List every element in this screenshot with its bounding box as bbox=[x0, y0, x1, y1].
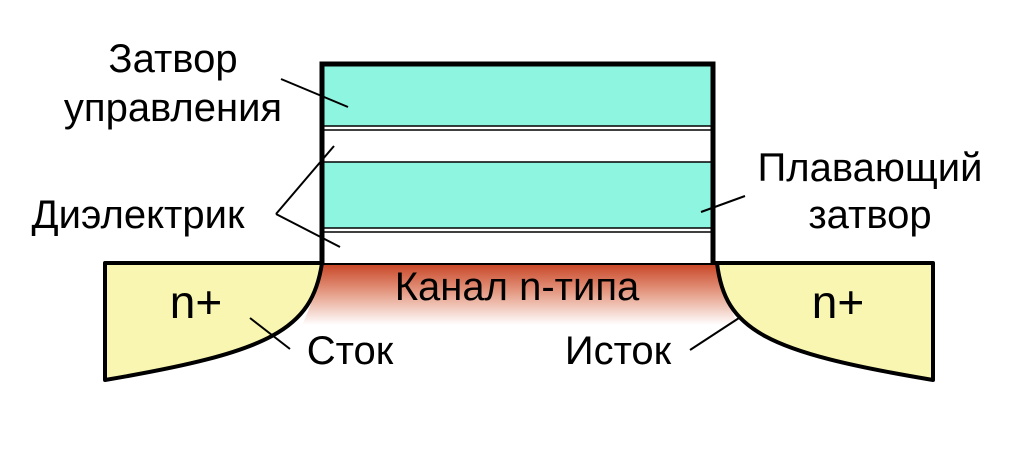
drain-n-plus-region bbox=[103, 261, 324, 382]
channel-region bbox=[302, 265, 738, 325]
control-gate-label-line-1: Затвор bbox=[108, 37, 237, 81]
dielectric-leader-upper bbox=[275, 145, 335, 215]
gate-stack-outline bbox=[319, 61, 716, 263]
channel-label: Канал n-типа bbox=[395, 265, 640, 309]
drain-n-plus-label: n+ bbox=[170, 276, 222, 328]
control-gate-label-line-2: управления bbox=[64, 86, 282, 130]
source-leader bbox=[689, 317, 740, 351]
upper-dielectric-layer bbox=[322, 126, 713, 162]
dielectric-leader-lower bbox=[275, 213, 341, 248]
floating-gate-label-line-1: Плавающий bbox=[758, 146, 983, 190]
floating-gate-leader bbox=[700, 195, 746, 213]
floating-gate-label-line-2: затвор bbox=[808, 193, 931, 237]
source-n-plus-label: n+ bbox=[812, 276, 864, 328]
source-n-plus-region bbox=[715, 261, 935, 382]
floating-gate-layer bbox=[322, 162, 713, 228]
lower-dielectric-layer bbox=[322, 228, 713, 263]
control-gate-leader bbox=[280, 78, 349, 108]
source-label: Исток bbox=[565, 329, 672, 373]
control-gate-layer bbox=[322, 64, 713, 126]
dielectric-label: Диэлектрик bbox=[32, 193, 245, 237]
gate-stack bbox=[319, 61, 716, 263]
leader-lines bbox=[249, 78, 746, 351]
drain-leader bbox=[249, 317, 291, 350]
drain-label: Сток bbox=[307, 329, 394, 373]
